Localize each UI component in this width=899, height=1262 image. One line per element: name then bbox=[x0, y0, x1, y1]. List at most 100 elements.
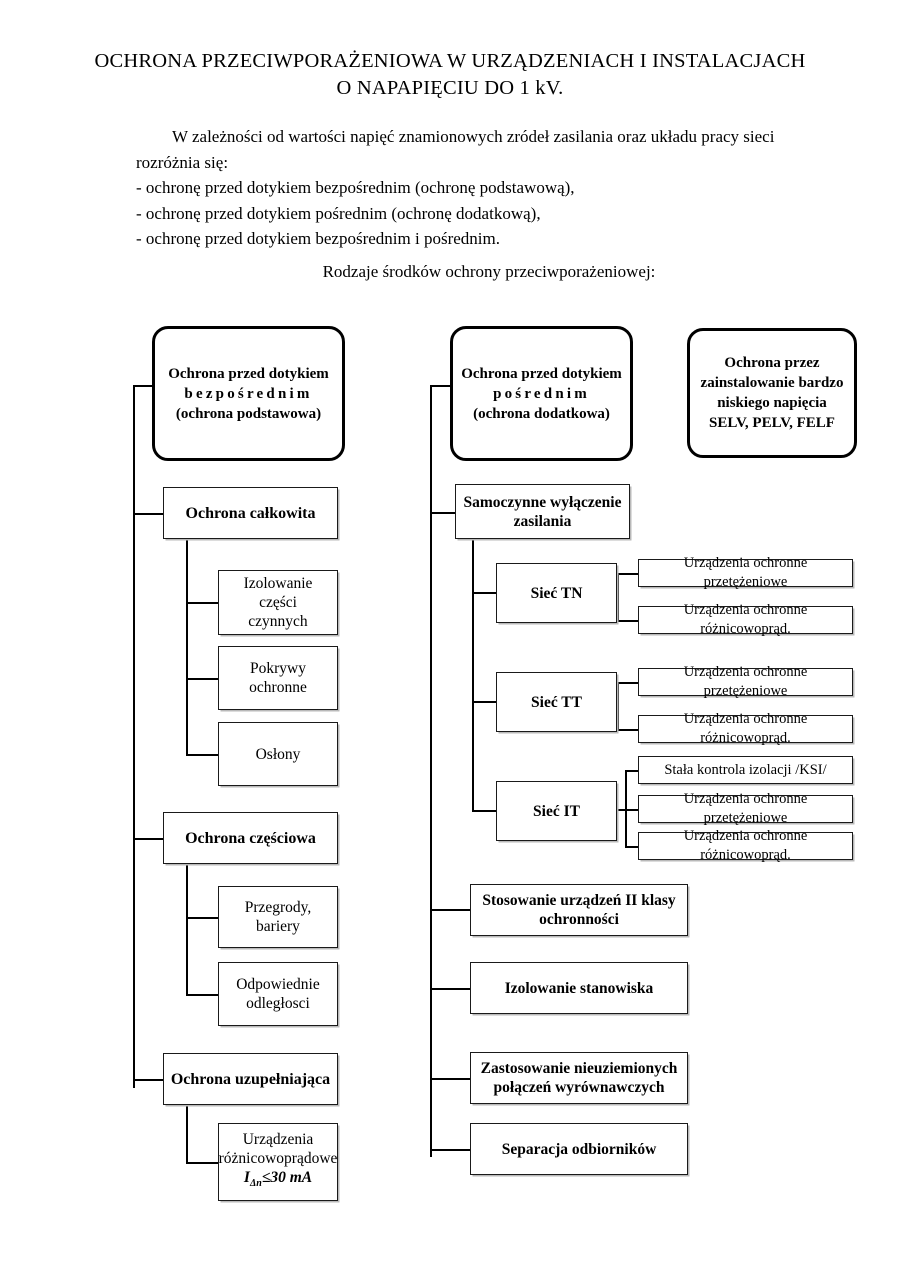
connector-right-to-measure-3 bbox=[430, 1078, 470, 1080]
label-odleglosci-line-2: odległosci bbox=[246, 995, 310, 1012]
connector-left-to-group2 bbox=[133, 838, 163, 840]
connector-autodisc-tn bbox=[472, 592, 496, 594]
formula-symbol: I bbox=[243, 1169, 250, 1187]
label-ii-klasy-line-2: ochronności bbox=[539, 911, 619, 928]
connector-left-trunk bbox=[133, 385, 135, 1088]
connector-right-to-measure-1 bbox=[430, 909, 470, 911]
bullet-2: - ochronę przed dotykiem pośrednim (ochr… bbox=[136, 203, 541, 223]
connector-right-root-stub bbox=[430, 385, 455, 387]
label-separacja-odbiornikow: Separacja odbiorników bbox=[501, 1140, 657, 1158]
connector-left-to-group3 bbox=[133, 1079, 163, 1081]
label-pokrywy-ochronne: Pokrywy ochronne bbox=[249, 660, 307, 696]
label-rcd-line-1: Urządzenia bbox=[242, 1131, 314, 1149]
connector-group2-trunk bbox=[186, 862, 188, 995]
connector-tn-device-1 bbox=[617, 573, 638, 575]
label-samoczynne-line-2: zasilania bbox=[513, 512, 572, 530]
root-direct-line-2: bezpośrednim bbox=[184, 385, 313, 402]
box-it-device-1[interactable]: Stała kontrola izolacji /KSI/ bbox=[638, 756, 853, 784]
box-tt-device-2[interactable]: Urządzenia ochronne różnicowoprąd. bbox=[638, 711, 853, 746]
label-it-device-2: Urządzenia ochronne przetężeniowe bbox=[683, 791, 808, 826]
box-izolowanie-czesci-czynnych[interactable]: Izolowanie części czynnych bbox=[218, 570, 338, 635]
connector-autodisc-trunk bbox=[472, 538, 474, 811]
root-indirect-line-1: Ochrona przed dotykiem bbox=[461, 365, 622, 382]
box-siec-tt[interactable]: Sieć TT bbox=[496, 672, 617, 732]
connector-autodisc-it bbox=[472, 810, 496, 812]
root-elv-line-2: zainstalowanie bardzo bbox=[700, 375, 844, 391]
label-tt-device-1: Urządzenia ochronne przetężeniowe bbox=[683, 664, 808, 699]
paragraph-line-1: W zależności od wartości napięć znamiono… bbox=[172, 127, 775, 146]
label-wyrownawcze-line-2: połączeń wyrównawczych bbox=[493, 1079, 665, 1096]
box-tt-device-1[interactable]: Urządzenia ochronne przetężeniowe bbox=[638, 664, 853, 699]
box-urzadzenia-roznicowopradowe[interactable]: Urządzenia różnicowoprądowe IΔn≤30 mA bbox=[218, 1123, 338, 1201]
label-siec-tn: Sieć TN bbox=[530, 584, 583, 602]
paragraph-line-2: rozróżnia się: bbox=[136, 152, 229, 172]
label-przegrody-bariery: Przegrody, bariery bbox=[244, 899, 312, 935]
connector-left-to-group1 bbox=[133, 513, 163, 515]
label-izolowanie-stanowiska: Izolowanie stanowiska bbox=[504, 979, 654, 997]
connector-group3-item1 bbox=[186, 1162, 218, 1164]
box-it-device-3[interactable]: Urządzenia ochronne różnicowoprąd. bbox=[638, 828, 853, 863]
box-urzadzenia-ii-klasy[interactable]: Stosowanie urządzeń II klasy ochronności bbox=[470, 884, 688, 936]
label-rcd-formula: IΔn≤30 mA bbox=[219, 1168, 338, 1193]
box-siec-it[interactable]: Sieć IT bbox=[496, 781, 617, 841]
label-samoczynne-line-1: Samoczynne wyłączenie bbox=[463, 493, 622, 511]
diagram-subtitle: Rodzaje środków ochrony przeciwporażenio… bbox=[322, 262, 656, 281]
box-ochrona-calkowita[interactable]: Ochrona całkowita bbox=[163, 487, 338, 539]
root-indirect-line-3: (ochrona dodatkowa) bbox=[473, 405, 610, 422]
connector-tt-device-2 bbox=[617, 729, 638, 731]
connector-autodisc-tt bbox=[472, 701, 496, 703]
connector-left-root-stub bbox=[133, 385, 158, 387]
label-rcd-line-2: różnicowoprądowe bbox=[218, 1150, 338, 1168]
label-oslony: Osłony bbox=[255, 745, 301, 763]
connector-tt-trunk bbox=[617, 682, 619, 730]
box-separacja-odbiornikow[interactable]: Separacja odbiorników bbox=[470, 1123, 688, 1175]
label-ii-klasy-line-1: Stosowanie urządzeń II klasy bbox=[482, 892, 676, 909]
box-ochrona-czesciowa[interactable]: Ochrona częściowa bbox=[163, 812, 338, 864]
connector-group2-item1 bbox=[186, 917, 218, 919]
box-oslony[interactable]: Osłony bbox=[218, 722, 338, 786]
connector-it-device-1 bbox=[625, 770, 638, 772]
root-direct-line-1: Ochrona przed dotykiem bbox=[168, 365, 329, 382]
root-box-indirect-contact[interactable]: Ochrona przed dotykiem pośrednim (ochron… bbox=[450, 326, 633, 461]
connector-tt-device-1 bbox=[617, 682, 638, 684]
root-elv-line-3: niskiego napięcia bbox=[717, 395, 827, 411]
box-it-device-2[interactable]: Urządzenia ochronne przetężeniowe bbox=[638, 791, 853, 826]
connector-group1-item2 bbox=[186, 678, 218, 680]
root-elv-line-4: SELV, PELV, FELF bbox=[709, 415, 835, 431]
box-siec-tn[interactable]: Sieć TN bbox=[496, 563, 617, 623]
box-odpowiednie-odleglosci[interactable]: Odpowiednie odległosci bbox=[218, 962, 338, 1026]
box-tn-device-2[interactable]: Urządzenia ochronne różnicowoprąd. bbox=[638, 602, 853, 637]
connector-group2-item2 bbox=[186, 994, 218, 996]
bullet-3: - ochronę przed dotykiem bezpośrednim i … bbox=[136, 229, 500, 248]
title-line-2: O NAPAPIĘCIU DO 1 kV. bbox=[336, 77, 564, 99]
root-box-extra-low-voltage[interactable]: Ochrona przez zainstalowanie bardzo nisk… bbox=[687, 328, 857, 458]
connector-right-to-measure-2 bbox=[430, 988, 470, 990]
box-pokrywy-ochronne[interactable]: Pokrywy ochronne bbox=[218, 646, 338, 710]
page-title: OCHRONA PRZECIWPORAŻENIOWA W URZĄDZENIAC… bbox=[60, 48, 840, 102]
box-tn-device-1[interactable]: Urządzenia ochronne przetężeniowe bbox=[638, 555, 853, 590]
label-izolowanie-line-2: czynnych bbox=[248, 613, 308, 630]
bullet-1: - ochronę przed dotykiem bezpośrednim (o… bbox=[136, 178, 575, 197]
connector-group1-item3 bbox=[186, 754, 218, 756]
root-box-direct-contact[interactable]: Ochrona przed dotykiem bezpośrednim (och… bbox=[152, 326, 345, 461]
connector-right-trunk bbox=[430, 385, 432, 1157]
title-line-1: OCHRONA PRZECIWPORAŻENIOWA W URZĄDZENIAC… bbox=[94, 50, 806, 72]
root-elv-line-1: Ochrona przez bbox=[724, 355, 820, 371]
intro-paragraph: W zależności od wartości napięć znamiono… bbox=[136, 124, 842, 252]
label-ochrona-uzupelniajaca: Ochrona uzupełniająca bbox=[170, 1070, 331, 1088]
box-przegrody-bariery[interactable]: Przegrody, bariery bbox=[218, 886, 338, 948]
box-samoczynne-wylaczenie[interactable]: Samoczynne wyłączenie zasilania bbox=[455, 484, 630, 539]
box-polaczenia-wyrownawcze[interactable]: Zastosowanie nieuziemionych połączeń wyr… bbox=[470, 1052, 688, 1104]
label-siec-it: Sieć IT bbox=[533, 802, 580, 820]
connector-right-to-measure-4 bbox=[430, 1149, 470, 1151]
connector-it-device-3 bbox=[625, 846, 638, 848]
label-wyrownawcze-line-1: Zastosowanie nieuziemionych bbox=[480, 1060, 678, 1077]
connector-group3-trunk bbox=[186, 1103, 188, 1163]
label-tn-device-1: Urządzenia ochronne przetężeniowe bbox=[683, 555, 808, 590]
label-izolowanie-line-1: Izolowanie części bbox=[243, 575, 313, 611]
label-odleglosci-line-1: Odpowiednie bbox=[236, 976, 320, 993]
box-ochrona-uzupelniajaca[interactable]: Ochrona uzupełniająca bbox=[163, 1053, 338, 1105]
box-izolowanie-stanowiska[interactable]: Izolowanie stanowiska bbox=[470, 962, 688, 1014]
formula-rest: ≤30 mA bbox=[261, 1169, 313, 1187]
